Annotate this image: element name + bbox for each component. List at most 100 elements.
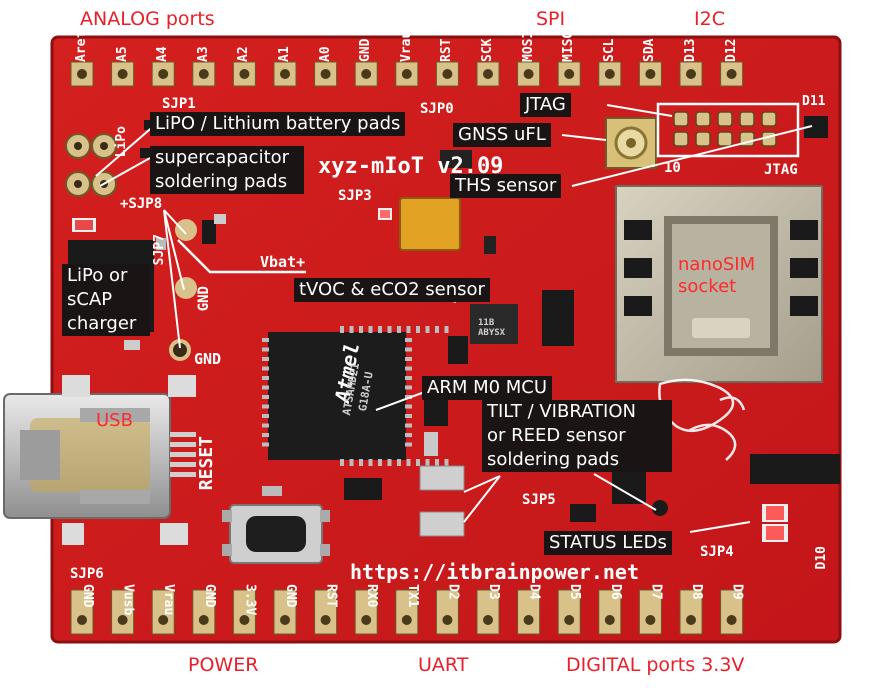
mcu-pin [405, 376, 412, 380]
silk-gnd-1: GND [196, 286, 212, 312]
top-pad-hole [523, 69, 534, 79]
bottom-pin-label: D4 [526, 584, 542, 600]
callout-tilt-line2: or REED sensor [482, 424, 672, 448]
silk-ten: 10 [664, 160, 681, 176]
bottom-pad-hole [401, 615, 412, 625]
bottom-pin-label: RST [323, 584, 339, 608]
mcu-pin [406, 459, 411, 466]
top-pad-hole [442, 69, 453, 79]
label-power: POWER [188, 654, 259, 676]
top-pad-hole [564, 69, 575, 79]
bottom-pin-label: D5 [567, 584, 583, 600]
top-pad-hole [401, 69, 412, 79]
jtag-pin [717, 131, 733, 147]
silk-sjp7: SJP7 [152, 234, 167, 266]
mcu-pin [406, 326, 411, 333]
jtag-pin [673, 131, 689, 147]
mcu-pin [349, 459, 354, 466]
bottom-pad-hole [483, 615, 493, 625]
bottom-pad [70, 589, 94, 635]
bottom-pad [720, 589, 744, 635]
mcu-pin [435, 459, 439, 466]
bottom-pin-label: 3.3V [242, 584, 258, 616]
callout-lipo-pads: LiPO / Lithium battery pads [150, 112, 406, 136]
label-i2c: I2C [694, 8, 725, 30]
bottom-pin-label: D2 [445, 584, 461, 600]
bottom-pin-label: D3 [486, 584, 501, 600]
callout-ths: THS sensor [450, 174, 562, 198]
callout-charger-line1: LiPo or [62, 264, 150, 288]
bottom-pad-hole [442, 615, 453, 625]
bottom-pin-label: Vrau [161, 584, 177, 616]
top-pin-label: A0 [317, 46, 333, 62]
bottom-pad-hole [726, 615, 737, 625]
label-digital-ports: DIGITAL ports 3.3V [566, 654, 745, 676]
mcu-pin [425, 326, 430, 333]
top-pad-hole [117, 69, 128, 79]
mcu-pin [416, 459, 420, 466]
bottom-pad [314, 589, 338, 635]
top-pin-label: Vrau [398, 30, 414, 62]
jtag-pin [695, 131, 711, 147]
bottom-pad [598, 589, 622, 635]
top-pin-label: MOSI [520, 30, 536, 62]
label-analog-ports: ANALOG ports [80, 8, 215, 30]
top-pad-hole [686, 69, 696, 79]
callout-status-leds: STATUS LEDs [544, 531, 672, 555]
bottom-pin-label: GND [201, 584, 217, 608]
bottom-pad [679, 589, 703, 635]
mcu-pin [262, 385, 269, 390]
bottom-pad [476, 589, 500, 635]
bottom-pad [557, 589, 581, 635]
mcu-pin [262, 357, 269, 361]
bottom-pad [395, 589, 419, 635]
mcu-pin [368, 459, 373, 466]
bottom-pad-hole [77, 615, 87, 625]
bottom-pad-hole [361, 615, 372, 625]
bottom-pad [273, 589, 297, 635]
jtag-pin [739, 111, 755, 127]
mcu-pin [262, 404, 269, 409]
silk-sjp5: SJP5 [522, 492, 556, 508]
bottom-pin-label: D8 [689, 584, 704, 600]
silk-sjp6: SJP6 [70, 566, 104, 582]
bottom-pad-hole [239, 615, 250, 625]
top-pad-hole [361, 69, 372, 79]
label-uart: UART [418, 654, 469, 676]
top-header-pads [70, 61, 744, 87]
mcu-pin [405, 385, 412, 390]
top-pin-label: Aref [74, 30, 89, 62]
callout-tvoc: tVOC & eCO2 sensor [294, 278, 490, 302]
bottom-pin-label: D7 [648, 584, 664, 600]
bottom-pad [638, 589, 662, 635]
top-pad-hole [158, 69, 169, 79]
top-pad-hole [645, 69, 656, 79]
mcu-pin [368, 326, 373, 333]
silk-reset: RESET [196, 436, 217, 491]
top-pad-hole [320, 69, 331, 79]
top-pin-label: RST [439, 38, 455, 62]
mcu-pin [397, 459, 401, 466]
callout-charger: LiPo or sCAP charger [62, 264, 150, 336]
callout-charger-line2: sCAP [62, 288, 150, 312]
silk-sjp8: +SJP8 [120, 196, 163, 212]
silk-gnd-2: GND [194, 350, 222, 368]
callout-tilt-line3: soldering pads [482, 448, 672, 472]
top-pin-label: A3 [195, 46, 211, 62]
silk-d10: D10 [814, 546, 829, 570]
mcu-pin [405, 404, 412, 409]
mcu-pin [405, 338, 412, 342]
top-pin-label: D13 [683, 38, 698, 62]
mcu-pin [262, 423, 269, 428]
silk-sjp0: SJP0 [420, 101, 454, 117]
jtag-pin [695, 111, 711, 127]
mcu-pin [405, 423, 412, 428]
mcu-pin [262, 366, 269, 371]
bottom-pad-hole [645, 615, 656, 625]
mcu-pin [262, 442, 269, 447]
bottom-pad-hole [158, 615, 169, 625]
top-pad-hole [726, 69, 737, 79]
callout-supercap-line1: supercapacitor [150, 146, 304, 170]
top-pin-label: A2 [236, 46, 252, 62]
mcu-pin [405, 433, 412, 437]
